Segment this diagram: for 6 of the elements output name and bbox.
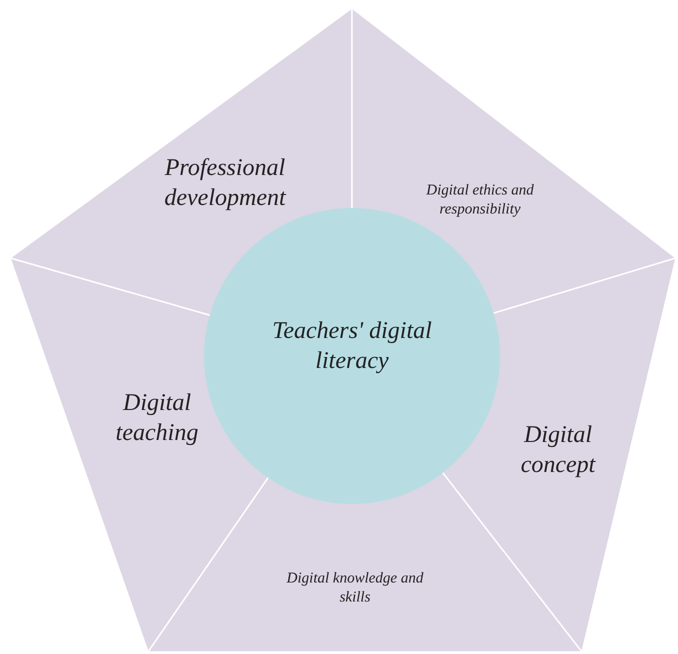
segment-label: Digital knowledge and skills xyxy=(286,569,424,607)
segment-label: Digital concept xyxy=(520,421,597,480)
segment-label: Digital ethics and responsibility xyxy=(425,181,535,219)
segment-label: Professional development xyxy=(163,154,288,213)
segment-label: Digital teaching xyxy=(114,389,200,448)
center-label: Teachers' digital literacy xyxy=(271,317,433,376)
